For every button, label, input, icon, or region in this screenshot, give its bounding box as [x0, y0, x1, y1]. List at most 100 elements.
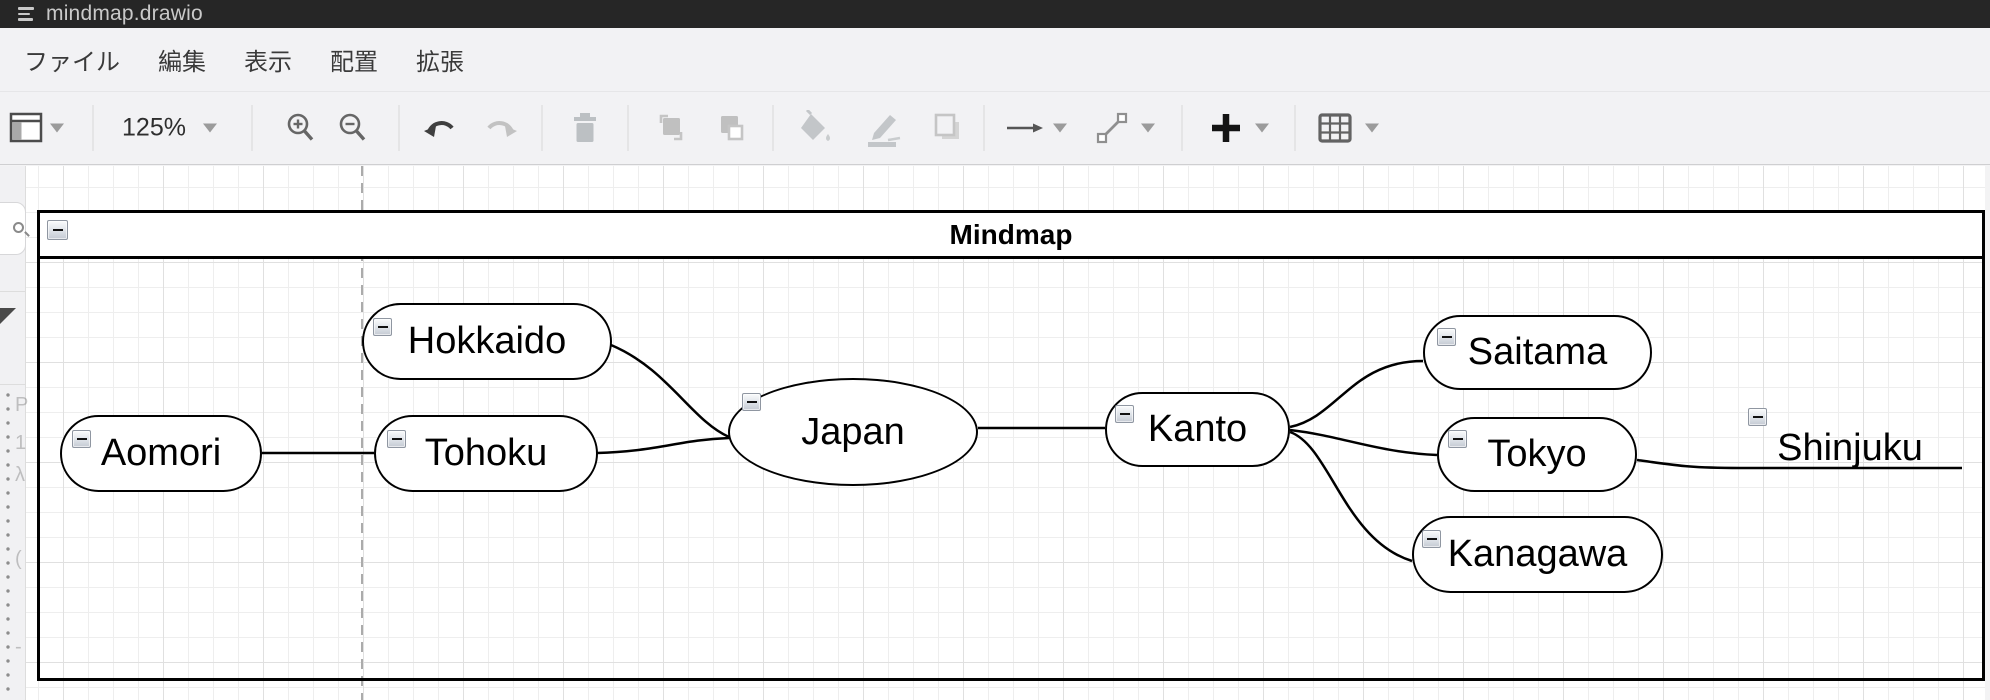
toolbar-separator [983, 105, 985, 151]
menu-view[interactable]: 表示 [244, 49, 292, 76]
edge-tohoku-japan[interactable] [596, 436, 730, 455]
collapse-button-tohoku[interactable] [387, 430, 406, 448]
zoom-out-button[interactable] [336, 111, 370, 145]
undo-icon [424, 121, 454, 137]
node-label: Saitama [1467, 331, 1608, 373]
insert-dropdown[interactable] [1255, 123, 1269, 133]
menu-arrange[interactable]: 配置 [330, 49, 378, 76]
insert-button[interactable] [1210, 112, 1242, 144]
mindmap-container[interactable]: Mindmap [37, 210, 1985, 681]
table-dropdown[interactable] [1365, 123, 1379, 133]
zoom-dropdown[interactable] [203, 123, 217, 133]
toolbar-separator [398, 105, 400, 151]
node-shinjuku[interactable]: Shinjuku [1770, 426, 1930, 469]
redo-button [481, 111, 519, 145]
zoom-level-button[interactable]: 125% [122, 114, 186, 143]
zoom-level: 125% [122, 113, 186, 142]
zoom-in-icon [287, 113, 314, 141]
connection-dropdown[interactable] [1053, 123, 1067, 133]
node-japan[interactable]: Japan [728, 378, 978, 486]
collapse-button-shinjuku[interactable] [1748, 408, 1767, 426]
node-label: Shinjuku [1777, 426, 1923, 469]
shadow-button [930, 110, 966, 146]
chevron-down-icon [1255, 123, 1269, 133]
collapse-button-kanagawa[interactable] [1422, 530, 1441, 548]
toolbar: 125% [0, 92, 1990, 165]
connection-arrow-icon [1007, 123, 1043, 133]
shadow-icon [934, 113, 959, 139]
window-titlebar: mindmap.drawio [0, 0, 1990, 28]
container-title: Mindmap [40, 213, 1982, 259]
edge-tokyo-shinjuku[interactable] [1636, 458, 1962, 470]
to-front-button [653, 110, 689, 146]
collapse-button-container[interactable] [47, 220, 68, 240]
view-button[interactable] [9, 111, 43, 145]
table-grid-icon [1318, 113, 1352, 143]
collapse-button-hokkaido[interactable] [373, 318, 392, 336]
node-tohoku[interactable]: Tohoku [374, 415, 598, 492]
panel-expand-arrow-icon[interactable] [0, 308, 16, 324]
pages-menu-icon[interactable] [18, 7, 35, 21]
chevron-down-icon [1141, 123, 1155, 133]
waypoints-dropdown[interactable] [1141, 123, 1155, 133]
menubar: ファイル 編集 表示 配置 拡張 [0, 28, 1990, 92]
collapse-button-aomori[interactable] [72, 430, 91, 448]
toolbar-separator [1181, 105, 1183, 151]
zoom-in-button[interactable] [284, 111, 318, 145]
chevron-down-icon [203, 123, 217, 133]
search-icon [13, 222, 24, 233]
collapse-button-kanto[interactable] [1115, 405, 1134, 423]
menu-file[interactable]: ファイル [24, 49, 120, 76]
menu-extras[interactable]: 拡張 [416, 49, 464, 76]
to-back-button [713, 110, 749, 146]
waypoints-button[interactable] [1094, 110, 1130, 146]
toolbar-separator [627, 105, 629, 151]
chevron-down-icon [1053, 123, 1067, 133]
collapse-button-saitama[interactable] [1437, 328, 1456, 346]
chevron-down-icon [1365, 123, 1379, 133]
node-saitama[interactable]: Saitama [1423, 315, 1652, 390]
node-hokkaido[interactable]: Hokkaido [362, 303, 612, 380]
table-button[interactable] [1317, 112, 1353, 144]
node-label: Aomori [100, 432, 222, 474]
line-color-button [862, 109, 902, 147]
collapse-button-tokyo[interactable] [1448, 430, 1467, 448]
node-label: Kanto [1147, 408, 1248, 450]
toolbar-separator [1294, 105, 1296, 151]
view-dropdown[interactable] [50, 123, 64, 133]
edge-kanto-kanagawa[interactable] [1289, 430, 1413, 563]
node-label: Kanagawa [1447, 533, 1628, 575]
node-label: Tokyo [1487, 433, 1587, 475]
fill-color-button [797, 110, 835, 146]
node-label: Japan [801, 410, 905, 453]
line-color-icon [868, 115, 901, 147]
trash-icon [574, 113, 596, 142]
chevron-down-icon [50, 123, 64, 133]
fill-color-icon [801, 110, 830, 141]
delete-button [568, 110, 602, 146]
undo-button[interactable] [422, 111, 460, 145]
node-kanto[interactable]: Kanto [1105, 392, 1290, 467]
window-title: mindmap.drawio [46, 2, 203, 25]
collapse-button-japan[interactable] [742, 393, 761, 411]
node-tokyo[interactable]: Tokyo [1437, 417, 1637, 492]
connection-button[interactable] [1005, 113, 1045, 143]
toolbar-separator [772, 105, 774, 151]
toolbar-separator [541, 105, 543, 151]
edge-kanto-tokyo[interactable] [1289, 428, 1438, 457]
edge-kanto-saitama[interactable] [1289, 359, 1424, 429]
plus-icon [1212, 114, 1240, 142]
to-front-icon [659, 114, 683, 141]
node-label: Hokkaido [407, 320, 567, 362]
waypoints-icon [1096, 112, 1128, 144]
edge-hokkaido-japan[interactable] [610, 343, 730, 439]
node-kanagawa[interactable]: Kanagawa [1412, 516, 1663, 593]
menu-edit[interactable]: 編集 [158, 49, 206, 76]
zoom-out-icon [339, 113, 366, 141]
node-aomori[interactable]: Aomori [60, 415, 262, 492]
page-view-icon [9, 112, 43, 143]
panel-drag-handle[interactable] [6, 388, 10, 694]
redo-icon [487, 121, 517, 137]
